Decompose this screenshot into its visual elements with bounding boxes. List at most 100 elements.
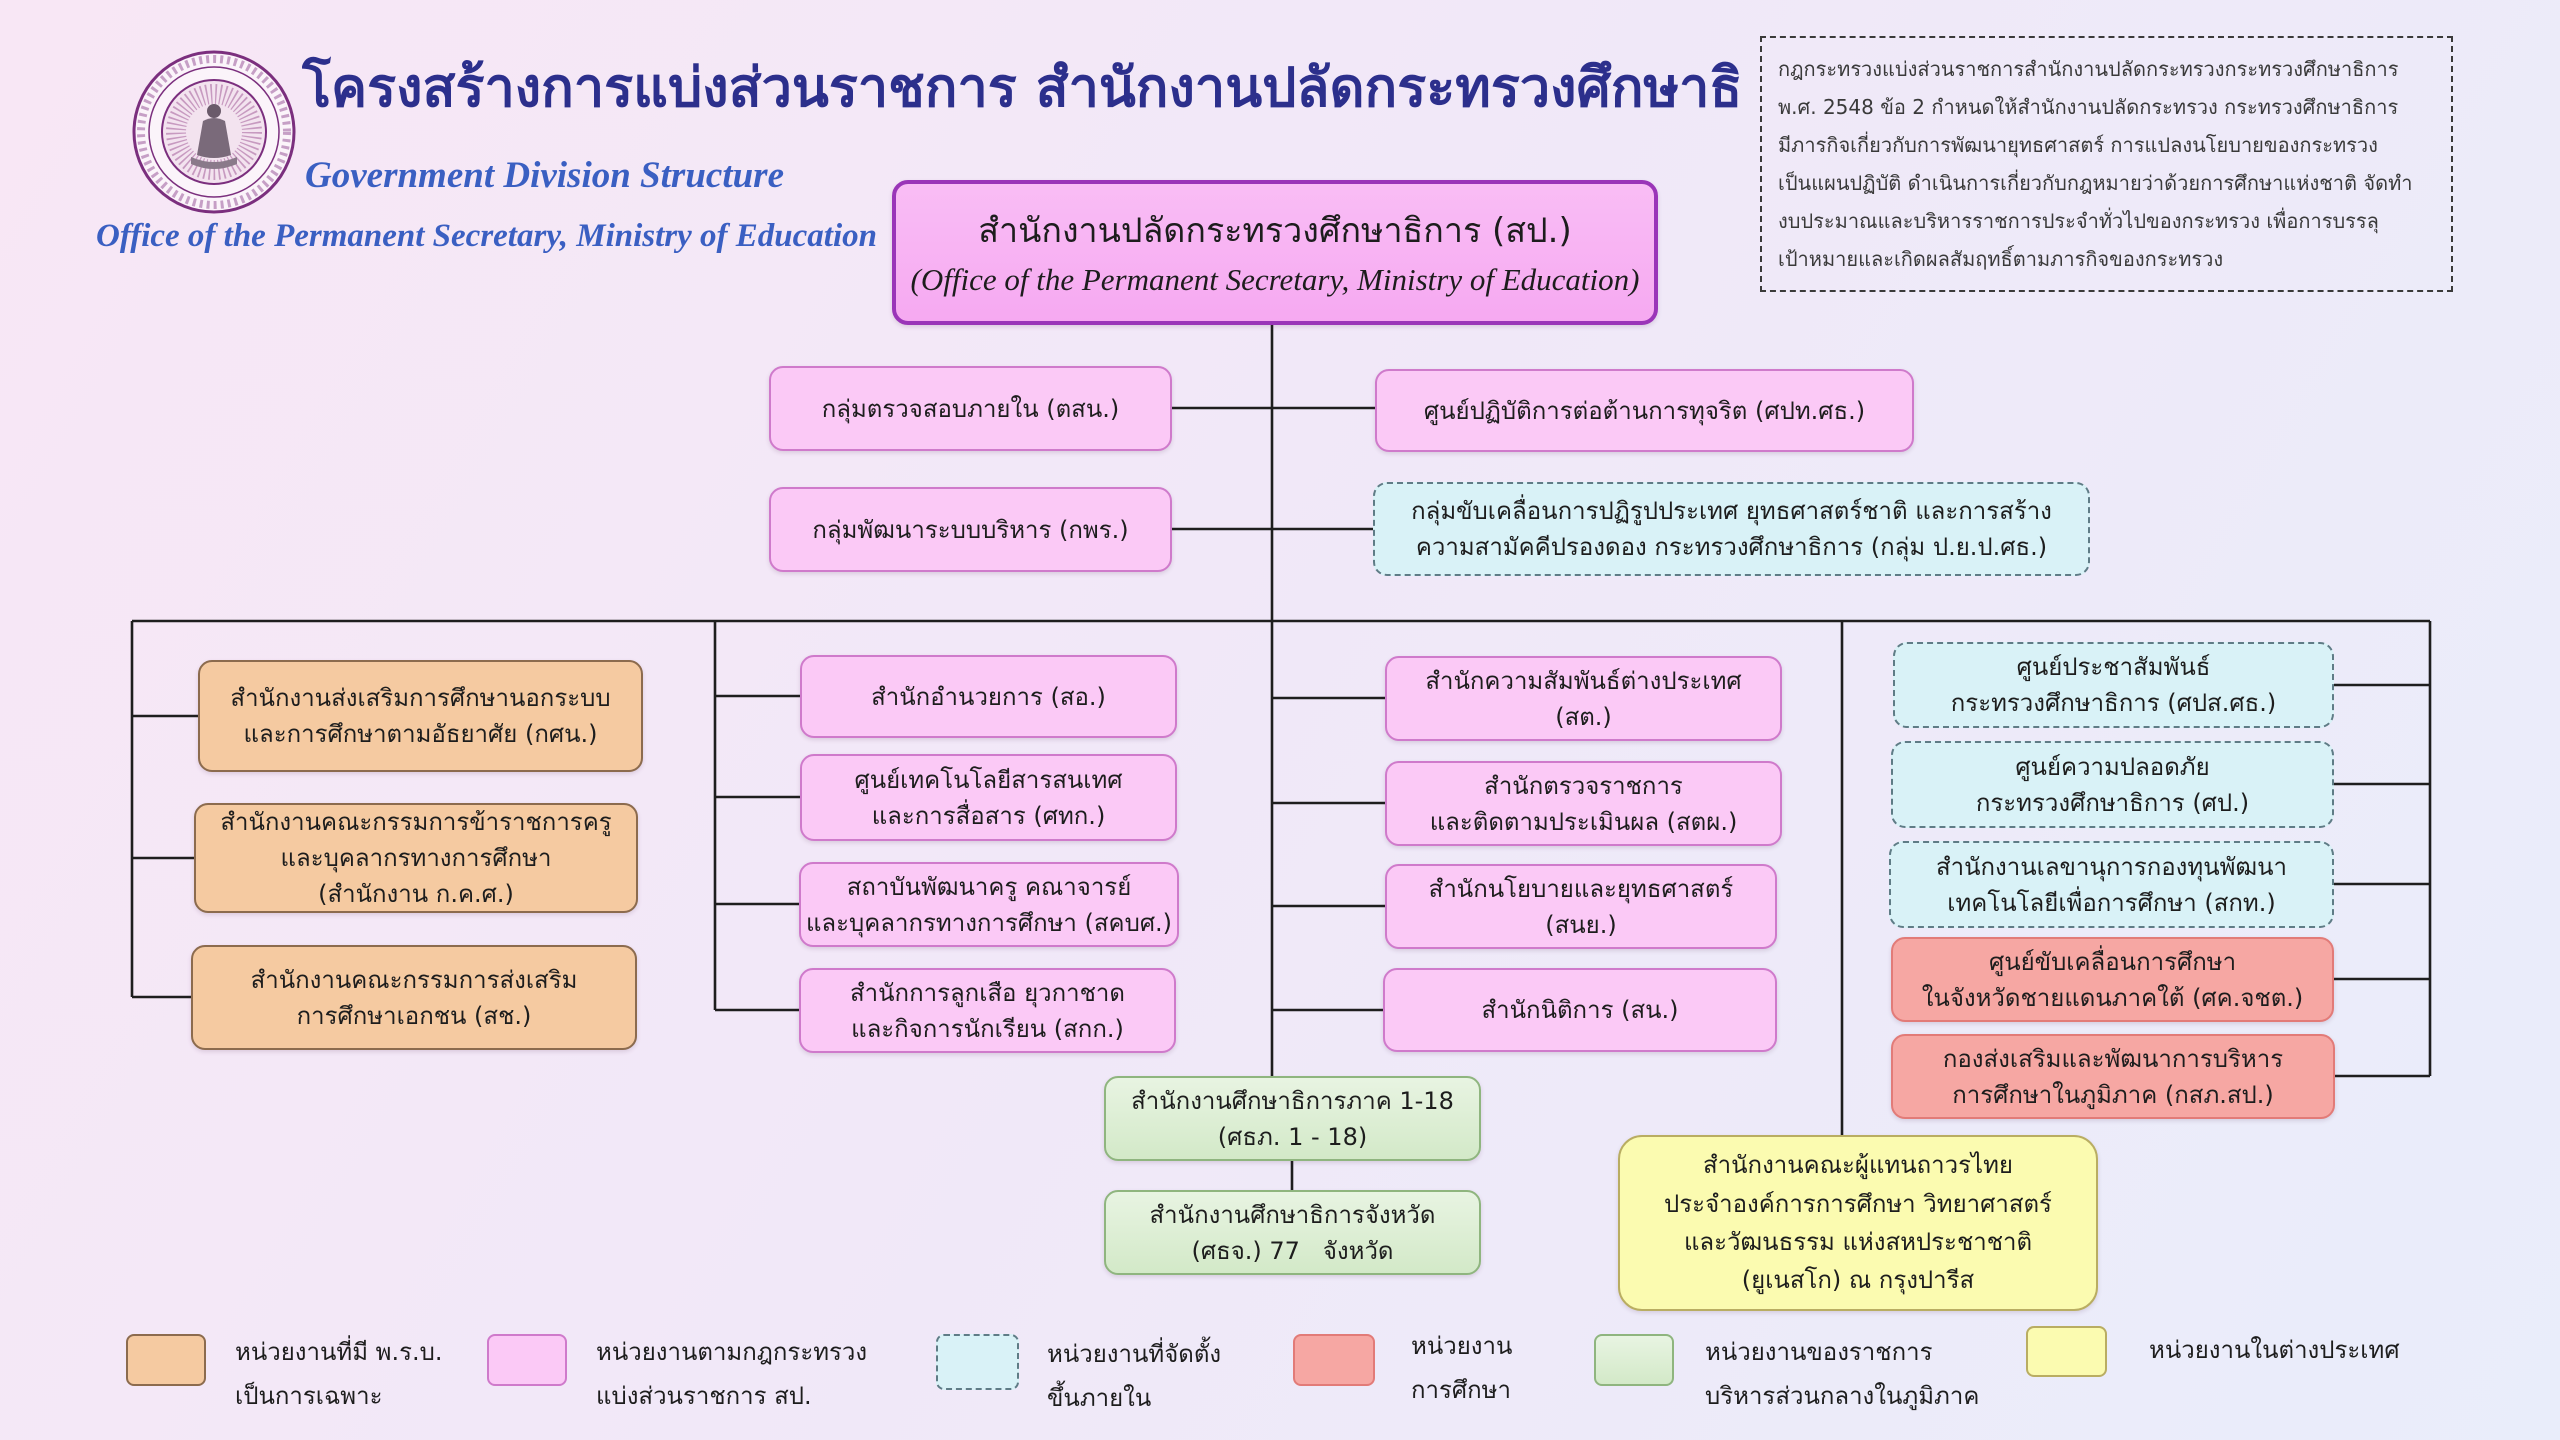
unit-box-provincial-education-offices: สำนักงานศึกษาธิการจังหวัด (ศธจ.) 77 จังห…	[1104, 1190, 1481, 1275]
unit-name-line: และวัฒนธรรม แห่งสหประชาชาติ	[1683, 1228, 2033, 1256]
legend-line: เป็นการเฉพาะ	[235, 1382, 383, 1410]
legend-line: บริหารส่วนกลางในภูมิภาค	[1705, 1382, 1980, 1410]
legend-line: หน่วยงานของราชการ	[1705, 1338, 1933, 1366]
root-office-name: สำนักงานปลัดกระทรวงศึกษาธิการ (สป.)	[978, 210, 1572, 251]
unit-name-line: ความสามัคคีปรองดอง กระทรวงศึกษาธิการ (กล…	[1415, 533, 2048, 561]
page-title: โครงสร้างการแบ่งส่วนราชการ สำนักงานปลัดก…	[302, 56, 1742, 119]
unit-name-line: สำนักนิติการ (สน.)	[1481, 996, 1679, 1024]
unit-name-line: และบุคลากรทางการศึกษา	[280, 844, 552, 872]
unit-name-line: สำนักตรวจราชการ	[1484, 771, 1683, 800]
office-name-english: Office of the Permanent Secretary, Minis…	[96, 218, 877, 254]
mandate-line: กฎกระทรวงแบ่งส่วนราชการสำนักงานปลัดกระทร…	[1778, 57, 2399, 81]
unit-name-line: การศึกษาในภูมิภาค (กสภ.สป.)	[1952, 1080, 2274, 1109]
unit-name-line: การศึกษาเอกชน (สช.)	[296, 1001, 532, 1030]
unit-name-line: ศูนย์เทคโนโลยีสารสนเทศ	[854, 765, 1123, 794]
unit-name-line: และติดตามประเมินผล (สตผ.)	[1429, 807, 1738, 836]
unit-name-line: สำนักงานคณะกรรมการข้าราชการครู	[220, 808, 612, 836]
legend-label-ministerial-regulation: หน่วยงานตามกฎกระทรวง แบ่งส่วนราชการ สป.	[596, 1330, 867, 1418]
unit-name-line: (ศธจ.) 77 จังหวัด	[1191, 1236, 1394, 1265]
unit-box-onie: สำนักงานส่งเสริมการศึกษานอกระบบ และการศึ…	[198, 660, 643, 772]
legend-swatch-ministerial-regulation	[487, 1334, 567, 1386]
unit-name-line: สำนักการลูกเสือ ยุวกาชาด	[850, 978, 1125, 1007]
ministry-seal-icon	[131, 49, 297, 215]
legend-label-specific-act: หน่วยงานที่มี พ.ร.บ. เป็นการเฉพาะ	[235, 1330, 442, 1418]
unit-box-policy-strategy: สำนักนโยบายและยุทธศาสตร์ (สนย.)	[1385, 864, 1777, 949]
root-office-name-english: (Office of the Permanent Secretary, Mini…	[910, 262, 1640, 297]
unit-name-line: สำนักงานศึกษาธิการจังหวัด	[1149, 1200, 1436, 1229]
unit-name-line: ในจังหวัดชายแดนภาคใต้ (ศค.จชต.)	[1921, 983, 2304, 1012]
root-office-box: สำนักงานปลัดกระทรวงศึกษาธิการ (สป.) (Off…	[892, 180, 1658, 325]
unit-name-line: ศูนย์ปฏิบัติการต่อต้านการทุจริต (ศปท.ศธ.…	[1423, 396, 1866, 425]
unit-name-line: (สนย.)	[1545, 910, 1617, 939]
unit-name-line: กลุ่มขับเคลื่อนการปฏิรูปประเทศ ยุทธศาสตร…	[1411, 497, 2052, 525]
mandate-line: งบประมาณและบริหารราชการประจำทั่วไปของกระ…	[1778, 209, 2379, 233]
mandate-line: พ.ศ. 2548 ข้อ 2 กำหนดให้สำนักงานปลัดกระท…	[1778, 95, 2399, 119]
unit-name-line: (ศธภ. 1 - 18)	[1217, 1122, 1368, 1151]
unit-name-line: และกิจการนักเรียน (สกก.)	[851, 1014, 1124, 1043]
unit-name-line: (ยูเนสโก) ณ กรุงปารีส	[1741, 1266, 1975, 1295]
mandate-line: เป้าหมายและเกิดผลสัมฤทธิ์ตามภารกิจของกระ…	[1778, 247, 2224, 271]
unit-box-tech-fund: สำนักงานเลขานุการกองทุนพัฒนา เทคโนโลยีเพ…	[1889, 841, 2334, 928]
unit-box-legal-affairs: สำนักนิติการ (สน.)	[1383, 968, 1777, 1052]
unit-name-line: ศูนย์ขับเคลื่อนการศึกษา	[1988, 947, 2237, 976]
legend-swatch-education-unit	[1293, 1334, 1375, 1386]
unit-name-line: และการสื่อสาร (ศทก.)	[871, 801, 1106, 830]
unit-box-private-education: สำนักงานคณะกรรมการส่งเสริม การศึกษาเอกชน…	[191, 945, 637, 1050]
unit-box-regional-education-offices: สำนักงานศึกษาธิการภาค 1-18 (ศธภ. 1 - 18)	[1104, 1076, 1481, 1161]
anti-corruption-center-box: ศูนย์ปฏิบัติการต่อต้านการทุจริต (ศปท.ศธ.…	[1375, 369, 1914, 452]
unit-box-southern-border: ศูนย์ขับเคลื่อนการศึกษา ในจังหวัดชายแดนภ…	[1891, 937, 2334, 1022]
unit-name-line: สำนักงานคณะกรรมการส่งเสริม	[250, 965, 578, 994]
ministry-seal-icon	[132, 50, 296, 214]
unit-name-line: เทคโนโลยีเพื่อการศึกษา (สกท.)	[1947, 888, 2276, 917]
mandate-note-box: กฎกระทรวงแบ่งส่วนราชการสำนักงานปลัดกระทร…	[1760, 36, 2453, 292]
unit-box-central-admin: สำนักอำนวยการ (สอ.)	[800, 655, 1177, 738]
legend-line: หน่วยงานตามกฎกระทรวง	[596, 1338, 868, 1366]
unit-box-scouts: สำนักการลูกเสือ ยุวกาชาด และกิจการนักเรี…	[799, 968, 1176, 1053]
unit-name-line: และการศึกษาตามอัธยาศัย (กศน.)	[243, 720, 598, 748]
unit-name-line: ประจำองค์การการศึกษา วิทยาศาสตร์	[1664, 1189, 2052, 1218]
legend-line: หน่วยงานในต่างประเทศ	[2149, 1336, 2400, 1364]
unit-box-foreign-relations: สำนักความสัมพันธ์ต่างประเทศ (สต.)	[1385, 656, 1782, 741]
unit-name-line: กระทรวงศึกษาธิการ (ศปส.ศธ.)	[1950, 689, 2277, 717]
unit-name-line: สำนักความสัมพันธ์ต่างประเทศ	[1425, 666, 1742, 695]
legend-label-education-unit: หน่วยงาน การศึกษา	[1411, 1324, 1512, 1412]
page-subtitle: Government Division Structure	[305, 155, 784, 196]
legend-label-internal-unit: หน่วยงานที่จัดตั้ง ขึ้นภายใน	[1047, 1332, 1221, 1420]
unit-name-line: สำนักนโยบายและยุทธศาสตร์	[1428, 874, 1734, 903]
unit-name-line: กลุ่มพัฒนาระบบบริหาร (กพร.)	[812, 515, 1129, 544]
unit-box-inspection: สำนักตรวจราชการ และติดตามประเมินผล (สตผ.…	[1385, 761, 1782, 846]
unit-name-line: กลุ่มตรวจสอบภายใน (ตสน.)	[821, 394, 1120, 423]
unit-name-line: สำนักงานศึกษาธิการภาค 1-18	[1131, 1086, 1454, 1115]
legend-line: ขึ้นภายใน	[1047, 1384, 1152, 1412]
unit-name-line: สำนักอำนวยการ (สอ.)	[871, 682, 1106, 711]
unit-name-line: กองส่งเสริมและพัฒนาการบริหาร	[1942, 1044, 2284, 1073]
legend-label-overseas-unit: หน่วยงานในต่างประเทศ	[2149, 1328, 2400, 1372]
legend-line: แบ่งส่วนราชการ สป.	[596, 1382, 812, 1410]
legend-swatch-internal-unit	[936, 1334, 1019, 1390]
reform-driving-group-box: กลุ่มขับเคลื่อนการปฏิรูปประเทศ ยุทธศาสตร…	[1373, 482, 2090, 576]
internal-audit-group-box: กลุ่มตรวจสอบภายใน (ตสน.)	[769, 366, 1172, 451]
unit-name-line: สำนักงานส่งเสริมการศึกษานอกระบบ	[230, 684, 611, 712]
legend-swatch-regional-unit	[1594, 1334, 1674, 1386]
unit-box-safety-center: ศูนย์ความปลอดภัย กระทรวงศึกษาธิการ (ศป.)	[1891, 741, 2334, 828]
unit-name-line: และบุคลากรทางการศึกษา (สคบศ.)	[805, 908, 1173, 937]
unit-box-ict-center: ศูนย์เทคโนโลยีสารสนเทศ และการสื่อสาร (ศท…	[800, 754, 1177, 841]
unit-box-public-relations: ศูนย์ประชาสัมพันธ์ กระทรวงศึกษาธิการ (ศป…	[1893, 642, 2334, 728]
legend-swatch-specific-act	[126, 1334, 206, 1386]
mandate-line: มีภารกิจเกี่ยวกับการพัฒนายุทธศาสตร์ การแ…	[1778, 133, 2378, 157]
unit-name-line: สถาบันพัฒนาครู คณาจารย์	[846, 872, 1132, 901]
legend-line: การศึกษา	[1411, 1376, 1511, 1404]
mandate-line: เป็นแผนปฏิบัติ ดำเนินการเกี่ยวกับกฎหมายว…	[1778, 171, 2413, 195]
unit-name-line: ศูนย์ประชาสัมพันธ์	[2016, 653, 2211, 681]
legend-line: หน่วยงานที่จัดตั้ง	[1047, 1340, 1222, 1368]
legend-swatch-overseas-unit	[2026, 1326, 2107, 1377]
unit-name-line: (สำนักงาน ก.ค.ศ.)	[318, 880, 514, 908]
legend-line: หน่วยงาน	[1411, 1332, 1513, 1360]
unit-box-unesco-delegation: สำนักงานคณะผู้แทนถาวรไทย ประจำองค์การการ…	[1618, 1135, 2098, 1311]
unit-name-line: (สต.)	[1555, 702, 1612, 731]
legend-line: หน่วยงานที่มี พ.ร.บ.	[235, 1338, 443, 1366]
unit-name-line: สำนักงานเลขานุการกองทุนพัฒนา	[1935, 852, 2288, 881]
legend-label-regional-unit: หน่วยงานของราชการ บริหารส่วนกลางในภูมิภา…	[1705, 1330, 1979, 1418]
